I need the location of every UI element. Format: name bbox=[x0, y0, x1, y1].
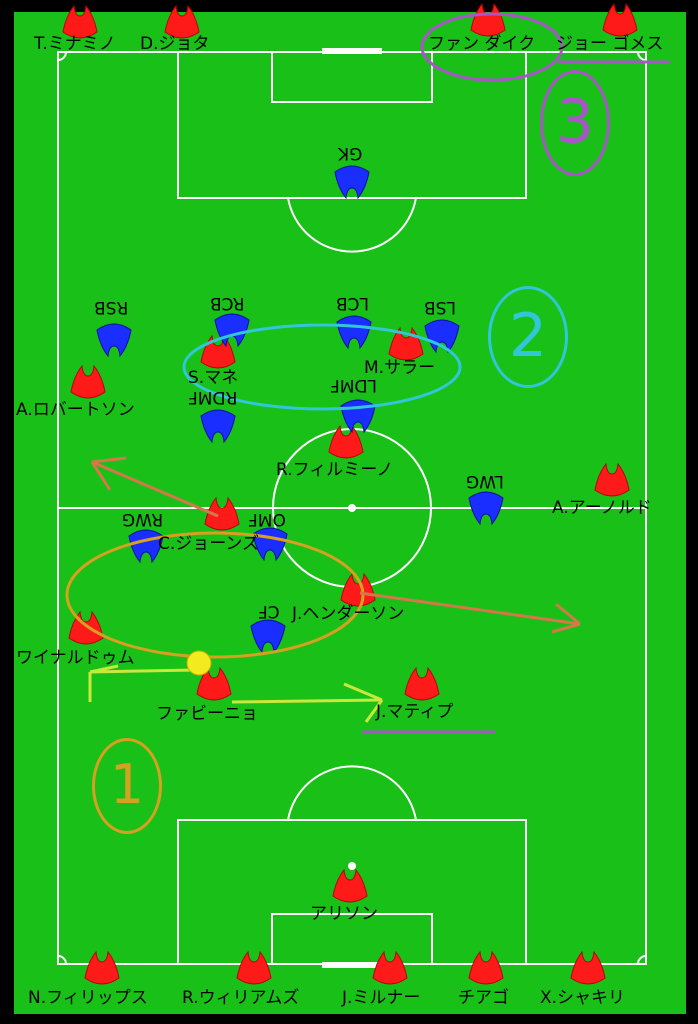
annotation-number-2: 2 bbox=[488, 286, 568, 388]
annotation-number-1: 1 bbox=[92, 738, 162, 834]
player-label-matip: J.マティプ bbox=[376, 702, 454, 722]
annotation-number-3: 3 bbox=[540, 70, 610, 176]
position-label-omf: OMF bbox=[248, 509, 286, 529]
arrow-to-left-wing bbox=[90, 456, 219, 518]
position-label-rsb: RSB bbox=[94, 297, 129, 317]
home-player-matip-icon bbox=[404, 666, 440, 701]
position-label-lcb: LCB bbox=[336, 293, 370, 313]
player-label-van-dijk: ファン ダイク bbox=[428, 34, 536, 54]
group-3-ellipse bbox=[420, 12, 564, 82]
player-label-firmino: R.フィルミーノ bbox=[276, 460, 394, 480]
annotation-layer bbox=[65, 12, 670, 734]
away-player-lcb-icon bbox=[336, 315, 372, 350]
player-label-jones: C.ジョーンズ bbox=[158, 534, 260, 554]
player-label-milner: J.ミルナー bbox=[342, 988, 421, 1008]
position-label-lsb: LSB bbox=[424, 297, 456, 317]
home-player-robertson-icon bbox=[70, 364, 106, 399]
home-player-milner-icon bbox=[372, 950, 408, 985]
home-player-minamino-icon bbox=[62, 4, 98, 39]
away-player-rsb-icon bbox=[96, 323, 132, 358]
position-label-ldmf: LDMF bbox=[330, 375, 378, 395]
away-player-cf-icon bbox=[250, 619, 286, 654]
player-label-shaqiri: X.シャキリ bbox=[540, 988, 626, 1008]
position-label-gk: GK bbox=[338, 143, 363, 163]
player-label-robertson: A.ロバートソン bbox=[16, 400, 135, 420]
player-label-williams: R.ウィリアムズ bbox=[182, 988, 300, 1008]
player-label-alisson: アリソン bbox=[310, 904, 378, 924]
player-label-fabinho: ファビーニョ bbox=[156, 704, 258, 724]
position-label-rdmf: RDMF bbox=[188, 387, 238, 407]
player-label-arnold: A.アーノルド bbox=[552, 498, 652, 518]
position-label-cf: CF bbox=[258, 601, 280, 621]
away-player-lwg-icon bbox=[468, 491, 504, 526]
player-label-jota: D.ジョタ bbox=[140, 34, 210, 54]
home-player-henderson-icon bbox=[340, 572, 376, 607]
player-label-phillips: N.フィリップス bbox=[28, 988, 148, 1008]
away-player-gk-icon bbox=[334, 165, 370, 200]
home-team-icons bbox=[62, 2, 638, 985]
home-player-jones-icon bbox=[204, 496, 240, 531]
player-label-wijnaldum: ワイナルドゥム bbox=[16, 648, 135, 668]
home-player-phillips-icon bbox=[84, 950, 120, 985]
player-label-henderson: J.ヘンダーソン bbox=[292, 604, 405, 624]
home-player-arnold-icon bbox=[594, 462, 630, 497]
group-1-ellipse bbox=[65, 531, 365, 659]
position-label-lwg: LWG bbox=[466, 471, 504, 491]
player-label-mane: S.マネ bbox=[188, 368, 239, 388]
away-player-lsb-icon bbox=[424, 319, 460, 354]
ball bbox=[186, 650, 212, 676]
away-player-rdmf-icon bbox=[200, 409, 236, 444]
group-2-ellipse bbox=[182, 323, 462, 411]
player-label-minamino: T.ミナミノ bbox=[34, 34, 116, 54]
home-player-jota-icon bbox=[164, 4, 200, 39]
home-player-van-dijk-icon bbox=[470, 2, 506, 37]
player-label-thiago: チアゴ bbox=[458, 988, 509, 1008]
home-player-shaqiri-icon bbox=[570, 950, 606, 985]
player-label-joe-gomez: ジョー ゴメス bbox=[556, 34, 664, 54]
arrow-fabinho-right bbox=[231, 682, 384, 723]
arrow-to-right-wing bbox=[359, 591, 581, 634]
position-label-rcb: RCB bbox=[210, 293, 245, 313]
player-label-salah: M.サラー bbox=[364, 358, 436, 378]
home-player-williams-icon bbox=[236, 950, 272, 985]
position-label-rwg: RWG bbox=[122, 509, 164, 529]
home-player-firmino-icon bbox=[328, 424, 364, 459]
home-player-thiago-icon bbox=[468, 950, 504, 985]
home-player-alisson-icon bbox=[332, 868, 368, 903]
home-player-joe-gomez-icon bbox=[602, 2, 638, 37]
pitch-lines bbox=[57, 51, 647, 965]
arrow-fabinho-left bbox=[88, 664, 197, 702]
